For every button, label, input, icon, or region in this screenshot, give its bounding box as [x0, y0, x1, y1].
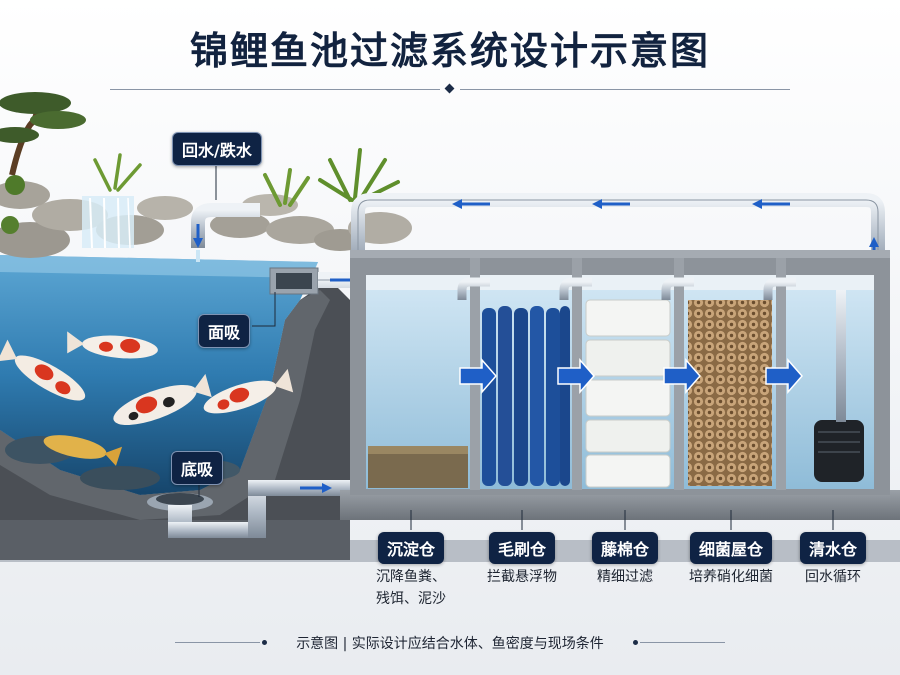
ferns [1, 148, 400, 234]
flow-arrow-head [322, 483, 332, 493]
return-pipe-inlet [191, 203, 260, 262]
chamber-name-brush: 毛刷仓 [488, 532, 556, 564]
title-rule-right [460, 89, 790, 90]
footnote: 示意图 | 实际设计应结合水体、鱼密度与现场条件 [296, 636, 604, 652]
chamber-desc-line: 精细过滤 [597, 569, 653, 585]
label-skimmer: 面吸 [198, 314, 251, 348]
pump [814, 290, 864, 482]
chamber-name-bio: 细菌屋仓 [689, 532, 773, 564]
footnote-dot-left [262, 640, 267, 645]
koi-fish [113, 373, 212, 425]
pond-surface [0, 255, 318, 278]
koi-fish-group [0, 331, 294, 466]
chamber-desc-brush: 拦截悬浮物 [487, 566, 557, 588]
brush-media [482, 306, 570, 486]
bio-media [688, 300, 772, 486]
return-pipe-top [351, 193, 885, 278]
leader-lines [198, 161, 834, 530]
chamber-desc-clear: 回水循环 [805, 566, 861, 588]
label-bottom-drain: 底吸 [171, 451, 224, 485]
footnote-dot-right [633, 640, 638, 645]
bonsai-tree [0, 92, 86, 176]
transfer-elbows [457, 277, 796, 300]
chamber-desc-bio: 培养硝化细菌 [689, 566, 773, 588]
chamber-desc-sediment: 沉降鱼粪、 残饵、泥沙 [376, 566, 446, 610]
footnote-rule-left [175, 642, 260, 643]
chamber-desc-mat: 精细过滤 [597, 566, 653, 588]
chamber-desc-line: 沉降鱼粪、 [376, 569, 446, 585]
chamber-name-mat: 藤棉仓 [591, 532, 659, 564]
chamber-desc-line: 残饵、泥沙 [376, 591, 446, 607]
chamber-desc-line: 拦截悬浮物 [487, 569, 557, 585]
koi-fish [203, 368, 294, 414]
bottom-drain-pipe [168, 480, 358, 538]
koi-fish [43, 435, 123, 466]
chamber-desc-line: 回水循环 [805, 569, 861, 585]
footnote-rule-right [640, 642, 725, 643]
koi-fish [67, 331, 158, 359]
waterfall [82, 196, 134, 249]
chamber-name-sediment: 沉淀仓 [377, 532, 445, 564]
label-return-waterfall: 回水/跌水 [172, 132, 262, 166]
page-title: 锦鲤鱼池过滤系统设计示意图 [189, 28, 710, 73]
rockery [0, 181, 412, 258]
chamber-desc-line: 培养硝化细菌 [689, 569, 773, 585]
koi-fish [0, 339, 86, 401]
chamber-flow-arrows [459, 358, 803, 394]
chamber-name-clear: 清水仓 [799, 532, 867, 564]
sediment-layer [368, 446, 468, 488]
title-rule-left [110, 89, 440, 90]
mat-media [585, 299, 671, 488]
